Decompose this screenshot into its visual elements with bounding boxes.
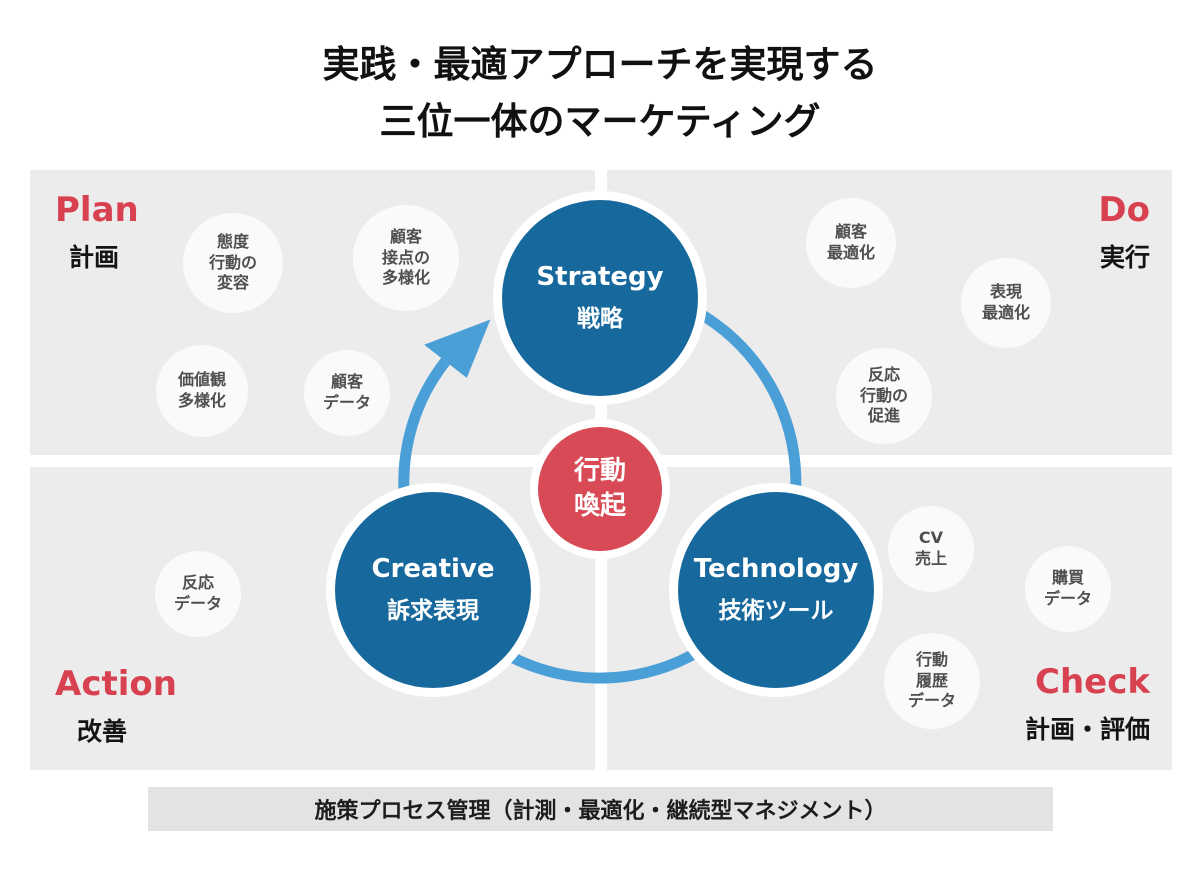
- bubble-attitude-change: 態度 行動の 変容: [183, 213, 283, 313]
- creative-circle: Creative 訴求表現: [326, 483, 540, 697]
- strategy-label-en: Strategy: [536, 261, 664, 292]
- action-label-en: Action: [55, 664, 177, 704]
- center-action-circle: 行動 喚起: [530, 419, 670, 559]
- technology-label-en: Technology: [693, 553, 859, 584]
- check-label-en: Check: [1035, 662, 1150, 702]
- quadrant-label-check: Check 計画・評価: [1024, 662, 1150, 746]
- bubble-customer-data: 顧客 データ: [304, 350, 390, 436]
- do-label-en: Do: [1098, 190, 1150, 230]
- title-line-1: 実践・最適アプローチを実現する: [322, 43, 878, 86]
- creative-label-ja: 訴求表現: [387, 598, 479, 625]
- quadrant-label-plan: Plan 計画: [55, 190, 139, 274]
- plan-label-ja: 計画: [69, 243, 120, 273]
- creative-label-en: Creative: [371, 553, 495, 584]
- bubble-response-promotion: 反応 行動の 促進: [836, 348, 932, 444]
- technology-circle: Technology 技術ツール: [669, 483, 883, 697]
- strategy-circle: Strategy 戦略: [493, 191, 707, 405]
- footer-label: 施策プロセス管理（計測・最適化・継続型マネジメント）: [314, 799, 887, 824]
- do-label-ja: 実行: [1099, 243, 1150, 273]
- title-line-2: 三位一体のマーケティング: [379, 100, 821, 144]
- technology-label-ja: 技術ツール: [718, 598, 834, 625]
- bubble-customer-optimization: 顧客 最適化: [806, 198, 896, 288]
- bubble-values-diversity: 価値観 多様化: [156, 345, 248, 437]
- quadrant-label-do: Do 実行: [1098, 190, 1150, 274]
- bubble-contact-diversity: 顧客 接点の 多様化: [353, 205, 459, 311]
- bubble-purchase-data: 購買 データ: [1025, 546, 1111, 632]
- bubble-expression-optimization: 表現 最適化: [961, 258, 1051, 348]
- action-label-ja: 改善: [77, 717, 128, 747]
- bubble-response-data: 反応 データ: [155, 551, 241, 637]
- quadrant-label-action: Action 改善: [55, 664, 177, 748]
- bubble-cv-sales: CV 売上: [888, 506, 974, 592]
- bubble-behavior-history-data: 行動 履歴 データ: [884, 633, 980, 729]
- footer-process-bar: 施策プロセス管理（計測・最適化・継続型マネジメント）: [148, 787, 1053, 831]
- page-title: 実践・最適アプローチを実現する 三位一体のマーケティング: [0, 36, 1200, 151]
- plan-label-en: Plan: [55, 190, 139, 230]
- check-label-ja: 計画・評価: [1024, 715, 1150, 745]
- strategy-label-ja: 戦略: [577, 306, 623, 333]
